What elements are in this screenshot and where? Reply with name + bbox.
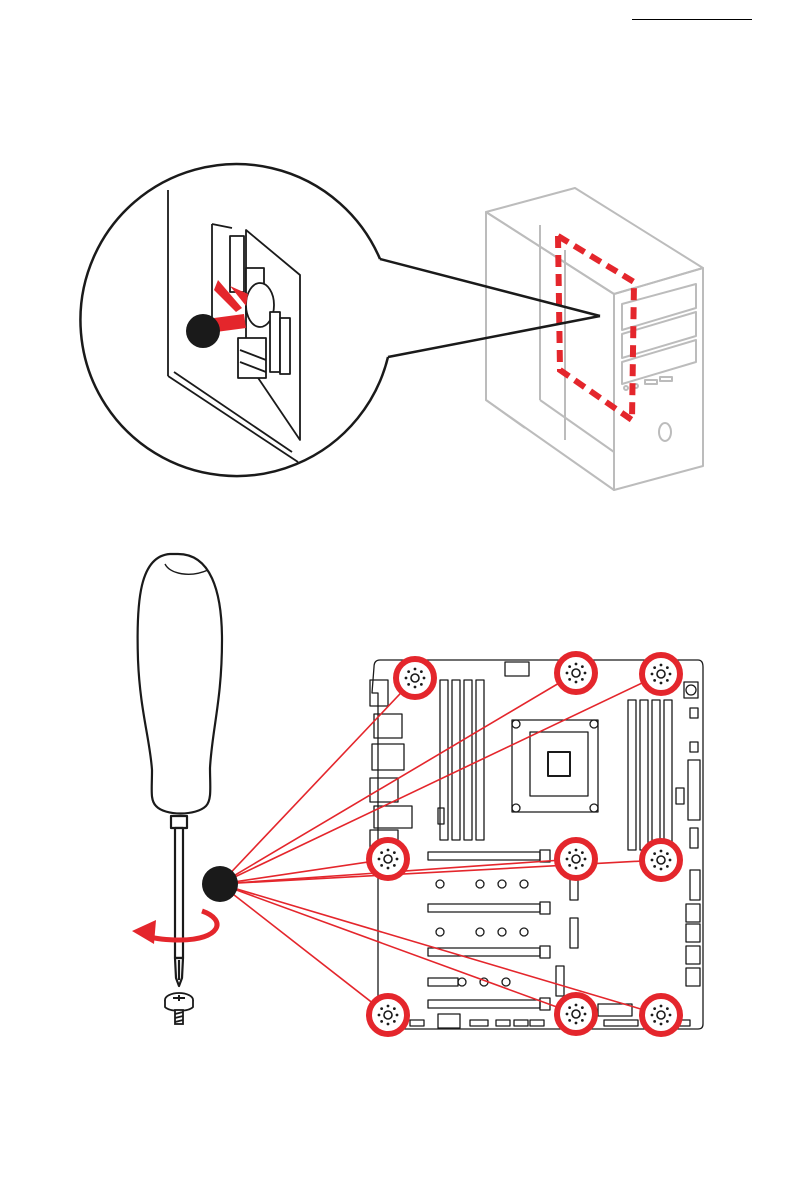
screw-icon	[165, 993, 193, 1024]
pc-case-icon	[486, 188, 703, 490]
screw-hole-icon	[642, 655, 680, 693]
screw-hole-icon	[642, 841, 680, 879]
step-marker-1	[186, 314, 220, 348]
magnifier-callout-icon	[80, 164, 600, 476]
io-shield-illustration	[0, 0, 794, 520]
figure-io-shield	[0, 0, 794, 520]
motherboard-screws-illustration	[0, 520, 794, 1191]
screw-hole-icon	[369, 996, 407, 1034]
screw-hole-icon	[369, 840, 407, 878]
screw-hole-icon	[396, 659, 434, 697]
screwdriver-icon	[138, 554, 222, 986]
screw-hole-icon	[557, 995, 595, 1033]
screw-holes	[369, 654, 680, 1034]
screw-hole-icon	[557, 840, 595, 878]
figure-motherboard-screws	[0, 520, 794, 1191]
screw-hole-icon	[642, 996, 680, 1034]
screw-hole-icon	[557, 654, 595, 692]
step-marker-2	[202, 866, 238, 902]
